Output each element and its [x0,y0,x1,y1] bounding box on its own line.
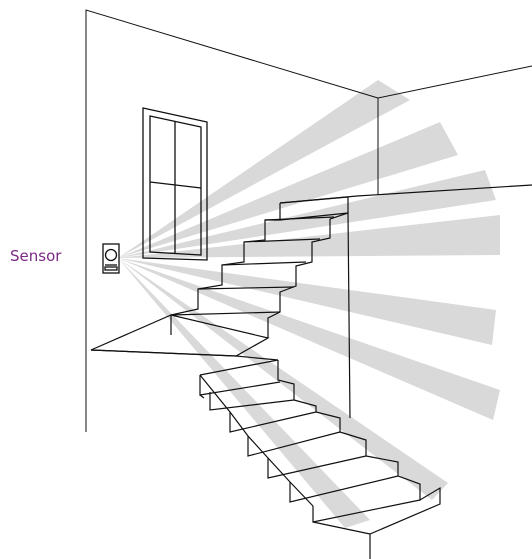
ceiling-edge [378,66,532,98]
sensor-label: Sensor [10,247,62,265]
motion-sensor-icon [103,244,119,273]
